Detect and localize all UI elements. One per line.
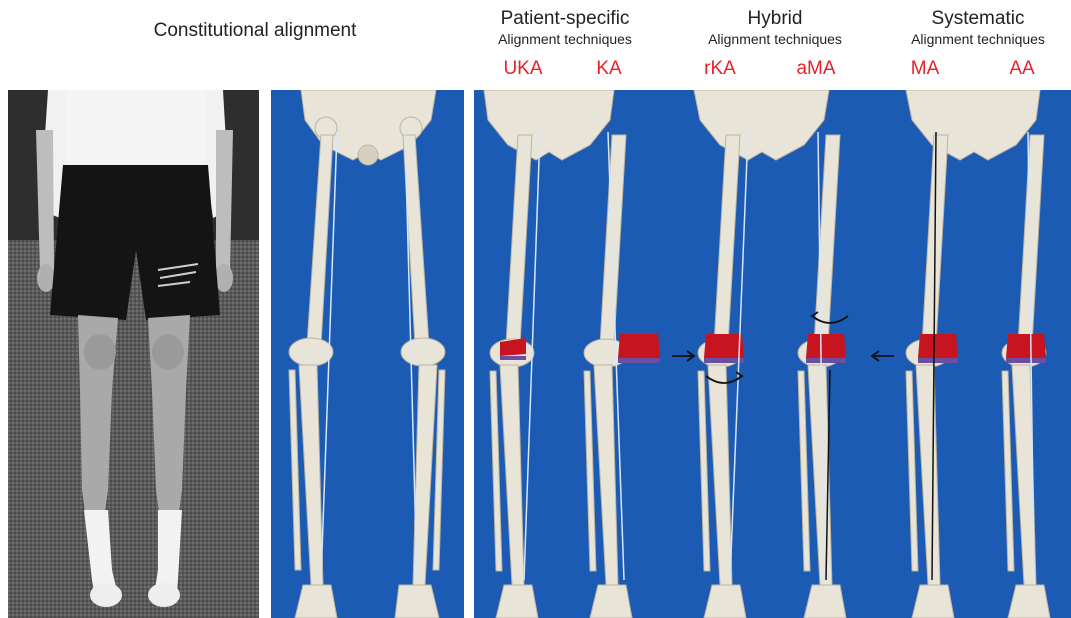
skeleton-panel-techniques (474, 90, 1071, 618)
constitutional-alignment-title: Constitutional alignment (130, 20, 380, 42)
patient-specific-subtitle: Alignment techniques (470, 31, 660, 47)
hybrid-subtitle: Alignment techniques (680, 31, 870, 47)
systematic-title: Systematic (883, 8, 1071, 30)
systematic-subtitle: Alignment techniques (883, 31, 1071, 47)
patient-specific-title: Patient-specific (470, 8, 660, 30)
technique-label-rka: rKA (690, 58, 750, 80)
hybrid-title: Hybrid (680, 8, 870, 30)
hybrid-header: Hybrid Alignment techniques (680, 8, 870, 47)
technique-label-ka: KA (579, 58, 639, 80)
technique-label-ama: aMA (786, 58, 846, 80)
technique-label-uka: UKA (493, 58, 553, 80)
implant-markers (500, 334, 1046, 358)
technique-label-ma: MA (895, 58, 955, 80)
skeleton-panel-constitutional (271, 90, 464, 618)
patient-photo (8, 90, 259, 618)
patient-specific-header: Patient-specific Alignment techniques (470, 8, 660, 47)
systematic-header: Systematic Alignment techniques (883, 8, 1071, 47)
technique-label-aa: AA (992, 58, 1052, 80)
